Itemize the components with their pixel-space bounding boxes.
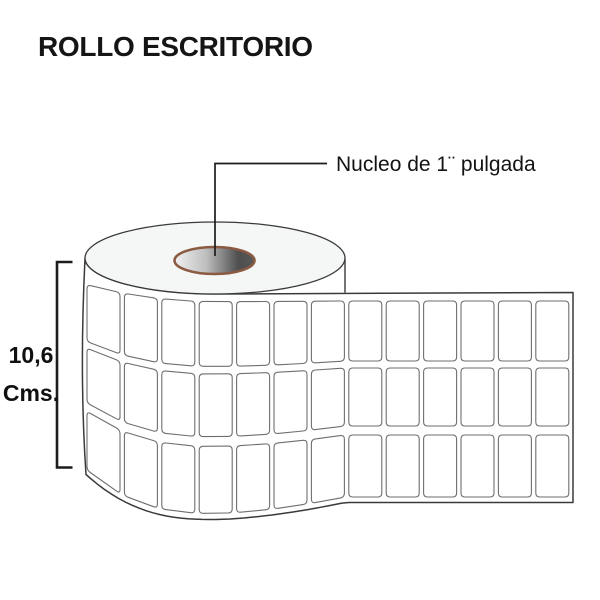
- label-cell: [310, 300, 345, 364]
- label-grid: [86, 285, 570, 514]
- label-cell: [348, 367, 383, 427]
- label-cell: [497, 367, 532, 427]
- label-cell: [123, 293, 158, 363]
- label-cell: [460, 367, 495, 427]
- label-cell: [161, 298, 196, 367]
- label-cell: [273, 439, 308, 509]
- label-cell: [310, 367, 345, 431]
- height-dimension-unit: Cms.: [3, 380, 59, 406]
- label-cell: [198, 373, 233, 438]
- label-cell: [423, 367, 458, 427]
- label-cell: [497, 434, 532, 498]
- label-cell: [198, 300, 233, 367]
- label-cell: [385, 300, 420, 362]
- label-cell: [348, 300, 383, 362]
- core-leader-line: [214, 162, 327, 256]
- label-cell: [535, 434, 570, 498]
- label-cell: [123, 362, 158, 432]
- label-cell: [385, 434, 420, 498]
- label-cell: [535, 300, 570, 362]
- label-cell: [273, 370, 308, 434]
- height-dimension-value: 10,6: [9, 342, 54, 368]
- label-cell: [535, 367, 570, 427]
- label-cell: [310, 434, 345, 504]
- label-cell: [236, 300, 271, 367]
- label-cell: [161, 370, 196, 437]
- label-cell: [86, 412, 121, 493]
- label-cell: [348, 434, 383, 498]
- core-callout-label: Nucleo de 1¨ pulgada: [336, 153, 536, 176]
- label-cell: [236, 443, 271, 513]
- dimension-bracket: [55, 260, 73, 469]
- page-title: ROLLO ESCRITORIO: [38, 31, 313, 62]
- label-cell: [86, 285, 121, 354]
- label-cell: [236, 372, 271, 437]
- label-cell: [460, 300, 495, 362]
- label-cell: [123, 432, 158, 508]
- label-cell: [198, 445, 233, 514]
- label-cell: [423, 434, 458, 498]
- label-cell: [161, 442, 196, 514]
- label-cell: [385, 367, 420, 427]
- label-cell: [497, 300, 532, 362]
- label-cell: [460, 434, 495, 498]
- label-cell: [423, 300, 458, 362]
- label-cell: [86, 348, 121, 420]
- label-cell: [273, 300, 308, 366]
